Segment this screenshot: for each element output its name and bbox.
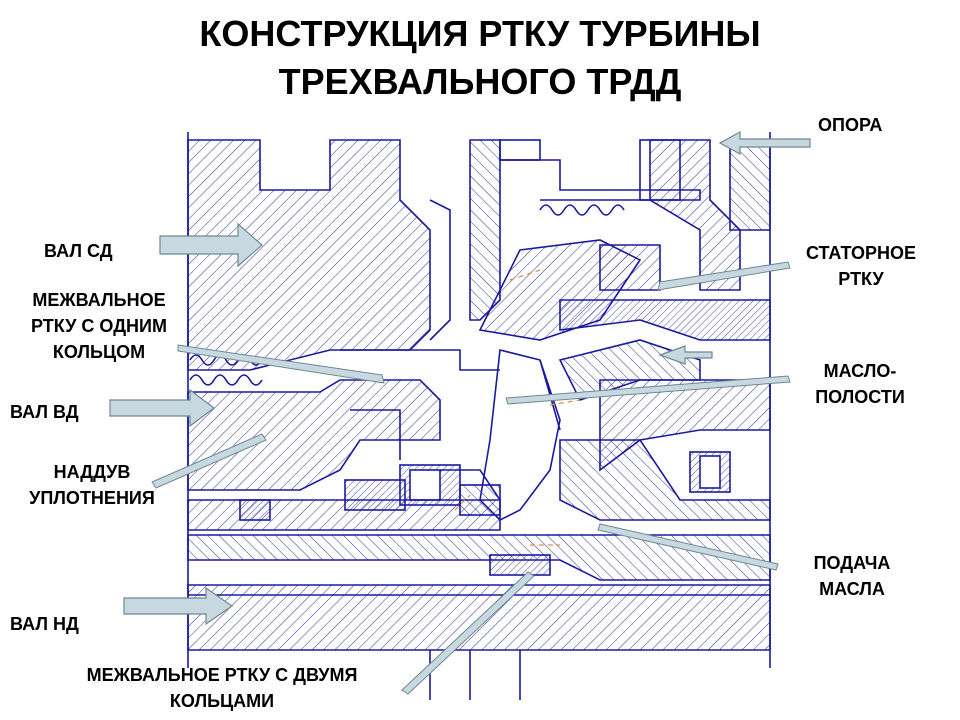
label-nadduv-line-2: УПЛОТНЕНИЯ: [29, 488, 155, 508]
leader-statornoe: [657, 261, 791, 291]
block-arrows: [109, 130, 811, 626]
oil-flow-lines: [454, 269, 581, 546]
label-nadduv-line-1: НАДДУВ: [53, 462, 131, 482]
leader-arrows: [151, 261, 791, 695]
turbine-disk: [479, 349, 561, 521]
label-podacha-line-1: ПОДАЧА: [813, 553, 891, 573]
shaft-tube: [187, 534, 771, 581]
casing-upper-left: [187, 139, 431, 371]
shaft-vd: [187, 379, 441, 491]
label-mezhvalnoe-one-line-1: МЕЖВАЛЬНОЕ: [32, 290, 166, 310]
casing-upper-right: [649, 139, 741, 291]
label-statornoe: СТАТОРНОЕ РТКУ: [786, 240, 936, 292]
shaft-sleeve: [187, 499, 501, 531]
label-val-nd: ВАЛ НД: [10, 614, 79, 634]
leader-mezhvalnoe-two: [401, 571, 535, 695]
label-podacha-line-2: МАСЛА: [819, 579, 885, 599]
leader-mezhvalnoe-one: [177, 344, 385, 384]
label-val-vd: ВАЛ ВД: [10, 402, 79, 422]
label-opora: ОПОРА: [818, 115, 883, 135]
label-statornoe-line-1: СТАТОРНОЕ: [805, 243, 917, 263]
arrow-val-vd: [109, 388, 215, 428]
leader-maslopolosti: [505, 375, 791, 405]
label-maslopolosti-line-2: ПОЛОСТИ: [815, 387, 905, 407]
label-statornoe-line-2: РТКУ: [838, 269, 884, 289]
label-mezhvalnoe-one: МЕЖВАЛЬНОЕ РТКУ С ОДНИМ КОЛЬЦОМ: [4, 287, 194, 365]
label-mezhvalnoe-two-line-2: КОЛЬЦАМИ: [169, 691, 275, 711]
label-mezhvalnoe-two: МЕЖВАЛЬНОЕ РТКУ С ДВУМЯ КОЛЬЦАМИ: [12, 662, 432, 714]
arrow-val-sd: [159, 222, 263, 268]
intershaft-seal: [489, 554, 551, 576]
label-mezhvalnoe-one-line-3: КОЛЬЦОМ: [52, 342, 146, 362]
label-maslopolosti-line-1: МАСЛО-: [823, 361, 897, 381]
label-val-sd: ВАЛ СД: [44, 241, 113, 261]
label-podacha: ПОДАЧА МАСЛА: [782, 550, 922, 602]
title-line-2: ТРЕХВАЛЬНОГО ТРДД: [278, 61, 682, 102]
label-mezhvalnoe-one-line-2: РТКУ С ОДНИМ: [31, 316, 167, 336]
label-mezhvalnoe-two-line-1: МЕЖВАЛЬНОЕ РТКУ С ДВУМЯ: [86, 665, 358, 685]
stator-ring: [599, 244, 661, 291]
leader-podacha: [597, 523, 779, 571]
right-lower-housing: [559, 439, 771, 521]
stator-housing: [559, 299, 771, 341]
arrow-val-nd: [123, 586, 234, 626]
opora-flange: [729, 139, 771, 231]
title-line-1: КОНСТРУКЦИЯ РТКУ ТУРБИНЫ: [199, 13, 761, 54]
casing-upper-mid: [469, 139, 501, 321]
arrow-maslo-right: [658, 345, 713, 365]
label-nadduv: НАДДУВ УПЛОТНЕНИЯ: [2, 459, 182, 511]
arrow-opora: [718, 130, 811, 156]
drawing-body: [187, 132, 771, 700]
label-maslopolosti: МАСЛО- ПОЛОСТИ: [790, 358, 930, 410]
leader-nadduv: [151, 433, 267, 489]
